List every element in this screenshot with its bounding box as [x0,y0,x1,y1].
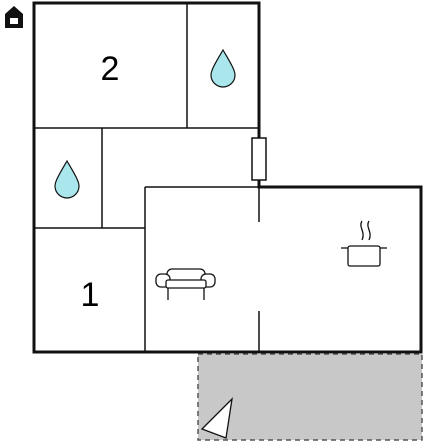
radiator-icon [251,137,267,181]
cooking-pot-icon [341,220,387,267]
room-number-2: 2 [101,50,120,88]
water-drop-icon [210,48,236,88]
outer-walls [32,1,423,354]
interior-walls [34,3,260,352]
water-drop-icon [54,159,80,199]
house-entrance-icon [5,6,23,28]
terrace-area [197,353,423,441]
sun-lounger-icon [200,397,233,439]
sofa-icon [155,268,216,300]
room-number-1: 1 [81,276,100,314]
